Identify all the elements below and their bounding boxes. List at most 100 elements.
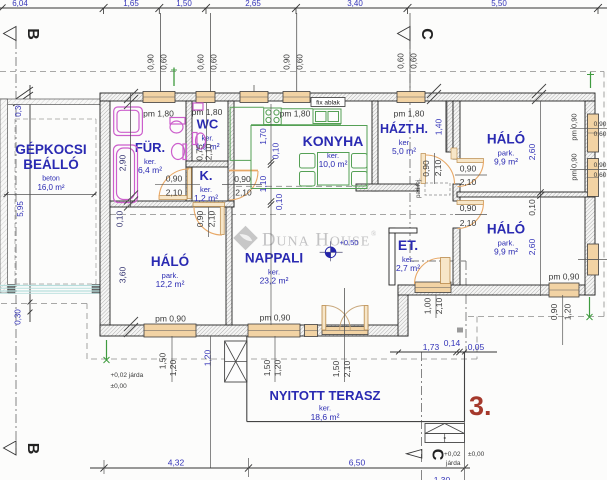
svg-text:+0,02: +0,02 xyxy=(444,451,461,458)
svg-text:0,60: 0,60 xyxy=(410,53,419,69)
svg-text:0,14: 0,14 xyxy=(444,338,461,348)
svg-text:12,2 m²: 12,2 m² xyxy=(156,279,185,289)
svg-text:6,04: 6,04 xyxy=(12,0,28,8)
svg-text:0,60: 0,60 xyxy=(397,53,406,69)
svg-text:23,2 m²: 23,2 m² xyxy=(260,276,289,286)
svg-text:2,10: 2,10 xyxy=(204,143,214,160)
svg-text:2,60: 2,60 xyxy=(527,143,537,160)
svg-text:1,30: 1,30 xyxy=(434,475,451,480)
svg-text:HÁLÓ: HÁLÓ xyxy=(487,222,525,237)
svg-text:0,90: 0,90 xyxy=(195,210,205,227)
svg-text:1,50: 1,50 xyxy=(176,0,192,8)
svg-text:1,70: 1,70 xyxy=(258,128,268,145)
svg-text:0,05: 0,05 xyxy=(468,342,485,352)
svg-text:0,90: 0,90 xyxy=(421,160,431,177)
svg-text:1,2 m²: 1,2 m² xyxy=(194,193,218,203)
svg-text:0,60: 0,60 xyxy=(594,172,607,179)
svg-text:pm 1,80: pm 1,80 xyxy=(280,109,311,119)
svg-text:1,73: 1,73 xyxy=(423,342,440,352)
svg-text:FÜR.: FÜR. xyxy=(135,140,165,155)
svg-text:1,50: 1,50 xyxy=(331,360,341,377)
svg-text:WC: WC xyxy=(197,117,219,132)
svg-text:2,7 m²: 2,7 m² xyxy=(396,263,420,273)
svg-text:0,90: 0,90 xyxy=(166,174,183,184)
svg-text:16,0 m²: 16,0 m² xyxy=(37,183,64,192)
svg-text:3,60: 3,60 xyxy=(118,266,128,283)
svg-text:park.: park. xyxy=(162,271,179,280)
svg-text:ker.: ker. xyxy=(319,404,331,413)
svg-text:NYITOTT TERASZ: NYITOTT TERASZ xyxy=(270,388,381,403)
svg-text:2,60: 2,60 xyxy=(527,238,537,255)
svg-text:B: B xyxy=(24,443,41,455)
svg-text:0,30: 0,30 xyxy=(14,309,23,325)
svg-text:HÁZT.H.: HÁZT.H. xyxy=(380,121,428,136)
svg-text:1,65: 1,65 xyxy=(123,0,139,8)
svg-text:ker: ker xyxy=(399,138,410,147)
svg-text:2,10: 2,10 xyxy=(434,297,444,314)
svg-text:1,20: 1,20 xyxy=(203,349,213,366)
svg-text:1,50: 1,50 xyxy=(262,359,272,376)
svg-text:HÁLÓ: HÁLÓ xyxy=(151,254,189,269)
svg-text:®: ® xyxy=(371,230,377,238)
svg-text:pm 1,80: pm 1,80 xyxy=(143,109,174,119)
svg-text:2,90: 2,90 xyxy=(118,154,128,171)
svg-text:5,95: 5,95 xyxy=(16,201,25,217)
svg-text:0,10: 0,10 xyxy=(271,142,281,159)
svg-text:1,50: 1,50 xyxy=(158,352,168,369)
svg-text:9,9 m²: 9,9 m² xyxy=(494,157,518,167)
svg-text:0,60: 0,60 xyxy=(296,54,305,70)
svg-text:0,90: 0,90 xyxy=(594,121,607,128)
svg-text:1,20: 1,20 xyxy=(273,359,283,376)
svg-text:0,60: 0,60 xyxy=(594,131,607,138)
svg-text:1,20: 1,20 xyxy=(168,359,178,376)
svg-text:pm 1,80: pm 1,80 xyxy=(394,109,425,119)
svg-text:0,75: 0,75 xyxy=(195,144,205,161)
svg-text:C: C xyxy=(418,28,435,40)
svg-text:HÁLÓ: HÁLÓ xyxy=(487,132,525,147)
svg-text:4,32: 4,32 xyxy=(168,458,185,468)
svg-text:2,10: 2,10 xyxy=(166,188,183,198)
svg-text:ker.: ker. xyxy=(200,185,212,194)
svg-text:pm 0,90: pm 0,90 xyxy=(155,314,186,324)
svg-text:10,0 m²: 10,0 m² xyxy=(319,159,348,169)
svg-text:NAPPALI: NAPPALI xyxy=(245,251,303,266)
svg-text:0,90: 0,90 xyxy=(283,54,292,70)
svg-text:K.: K. xyxy=(200,168,213,183)
svg-text:fix ablak: fix ablak xyxy=(316,100,341,107)
svg-text:0,10: 0,10 xyxy=(274,193,284,210)
svg-text:1,40: 1,40 xyxy=(434,118,444,135)
svg-text:0,90: 0,90 xyxy=(460,203,477,213)
svg-text:±0,00: ±0,00 xyxy=(111,383,128,390)
svg-text:0,30: 0,30 xyxy=(14,101,23,117)
svg-text:+0,02 járda: +0,02 járda xyxy=(111,372,144,379)
svg-text:3.: 3. xyxy=(469,391,492,421)
svg-text:B: B xyxy=(24,28,41,40)
svg-text:ET.: ET. xyxy=(398,237,418,253)
svg-text:C: C xyxy=(429,449,446,461)
svg-text:5,50: 5,50 xyxy=(491,0,507,8)
svg-text:DUNA HOUSE: DUNA HOUSE xyxy=(262,231,370,251)
svg-text:0,90: 0,90 xyxy=(594,162,607,169)
svg-text:pm 1,80: pm 1,80 xyxy=(192,107,223,117)
svg-text:18,6 m²: 18,6 m² xyxy=(311,412,340,422)
svg-text:pad.fej.: pad.fej. xyxy=(416,178,422,198)
svg-text:2,10: 2,10 xyxy=(207,210,217,227)
svg-text:ker.: ker. xyxy=(144,157,156,166)
svg-text:ker.: ker. xyxy=(402,255,414,264)
svg-text:1,20: 1,20 xyxy=(563,303,573,320)
svg-text:0,90: 0,90 xyxy=(549,303,559,320)
svg-text:ker.: ker. xyxy=(268,268,280,277)
svg-text:6,50: 6,50 xyxy=(349,458,366,468)
svg-text:6,4 m²: 6,4 m² xyxy=(138,165,162,175)
svg-text:2,10: 2,10 xyxy=(460,218,477,228)
svg-text:5,0 m²: 5,0 m² xyxy=(392,146,416,156)
svg-text:pm 0,90: pm 0,90 xyxy=(570,113,579,140)
svg-text:KONYHA: KONYHA xyxy=(303,133,364,149)
svg-text:2,10: 2,10 xyxy=(433,159,443,176)
svg-text:ker.: ker. xyxy=(201,134,213,143)
svg-text:pm 0,90: pm 0,90 xyxy=(260,313,291,323)
svg-text:1,10: 1,10 xyxy=(258,175,268,192)
svg-text:beton: beton xyxy=(42,176,60,183)
svg-text:0,10: 0,10 xyxy=(115,210,125,227)
svg-text:2,10: 2,10 xyxy=(460,177,477,187)
